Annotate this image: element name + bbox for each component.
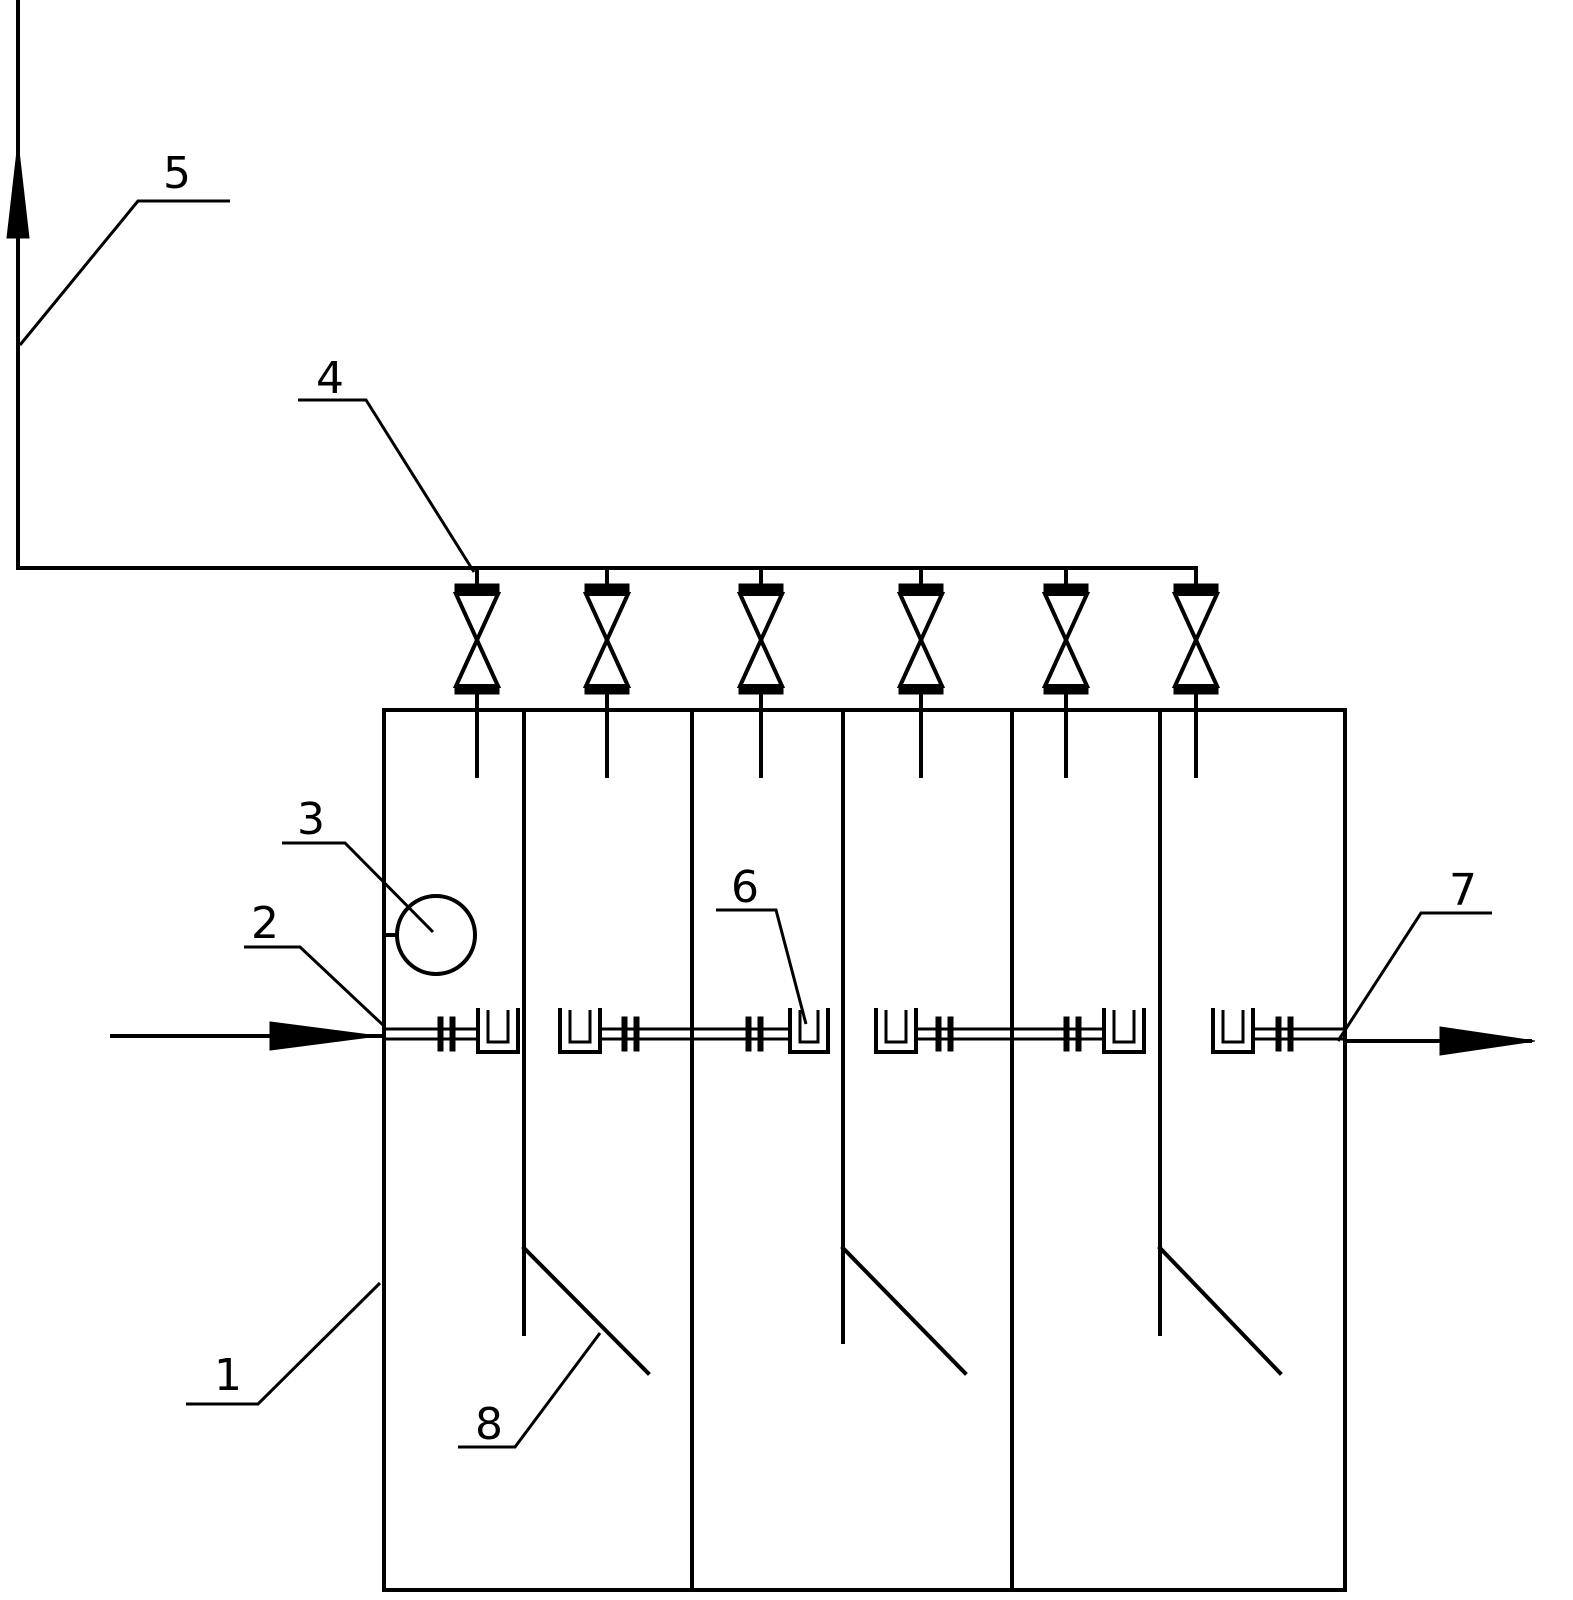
leader-3: [282, 841, 435, 934]
up-arrow-icon: [6, 141, 30, 239]
pipe-connectors: [384, 1008, 1345, 1054]
leader-4: [298, 398, 476, 573]
label-outlet-pipe: 7: [1449, 865, 1477, 916]
leader-7: [1336, 911, 1492, 1042]
u-connector: [874, 1008, 918, 1054]
pipe-segment: [384, 1027, 478, 1041]
u-connector: [1102, 1008, 1146, 1054]
label-inlet-pipe: 2: [251, 898, 279, 949]
pipe-segment: [1253, 1027, 1345, 1041]
flange: [947, 1016, 954, 1052]
inlet-flow: [110, 1021, 386, 1051]
u-connector: [476, 1008, 520, 1054]
flange: [745, 1016, 752, 1052]
flange: [935, 1016, 942, 1052]
flange: [1287, 1016, 1294, 1052]
valve-row: [452, 566, 1221, 712]
flange: [1063, 1016, 1070, 1052]
baffles: [521, 708, 1283, 1376]
pipe-segment: [916, 1027, 1104, 1041]
flange: [633, 1016, 640, 1052]
leader-5: [18, 199, 230, 346]
gauge: [382, 894, 477, 976]
baffle: [521, 708, 651, 1376]
valve-icon: [1171, 566, 1221, 712]
leader-2: [244, 945, 386, 1028]
flange: [1075, 1016, 1082, 1052]
tank-body: [382, 708, 1347, 1592]
label-gauge: 3: [297, 794, 325, 845]
label-exhaust-pipe: 5: [163, 148, 191, 199]
label-baffle: 8: [475, 1399, 503, 1450]
flange: [621, 1016, 628, 1052]
leader-6: [716, 908, 808, 1025]
u-connector: [788, 1008, 830, 1054]
label-tank-wall: 1: [214, 1350, 242, 1401]
leader-1: [186, 1281, 382, 1406]
exhaust-pipe: [6, 0, 1198, 570]
flange: [437, 1016, 444, 1052]
flange: [449, 1016, 456, 1052]
valve-icon: [1041, 566, 1091, 712]
u-connector: [558, 1008, 602, 1054]
leader-lines: [18, 199, 1492, 1449]
right-arrow-icon: [269, 1021, 379, 1051]
right-arrow-icon: [1439, 1026, 1536, 1056]
valve-icon: [896, 566, 946, 712]
dip-tubes: [475, 708, 1198, 778]
label-u-connector: 6: [731, 862, 759, 913]
baffle: [840, 708, 968, 1376]
valve-icon: [736, 566, 786, 712]
baffle: [1157, 708, 1283, 1376]
valve-icon: [452, 566, 502, 712]
flange: [1275, 1016, 1282, 1052]
outlet-flow: [1343, 1026, 1536, 1056]
valve-icon: [582, 566, 632, 712]
leader-8: [458, 1332, 602, 1449]
label-valve: 4: [316, 353, 344, 404]
flange: [757, 1016, 764, 1052]
u-connector: [1211, 1008, 1255, 1054]
